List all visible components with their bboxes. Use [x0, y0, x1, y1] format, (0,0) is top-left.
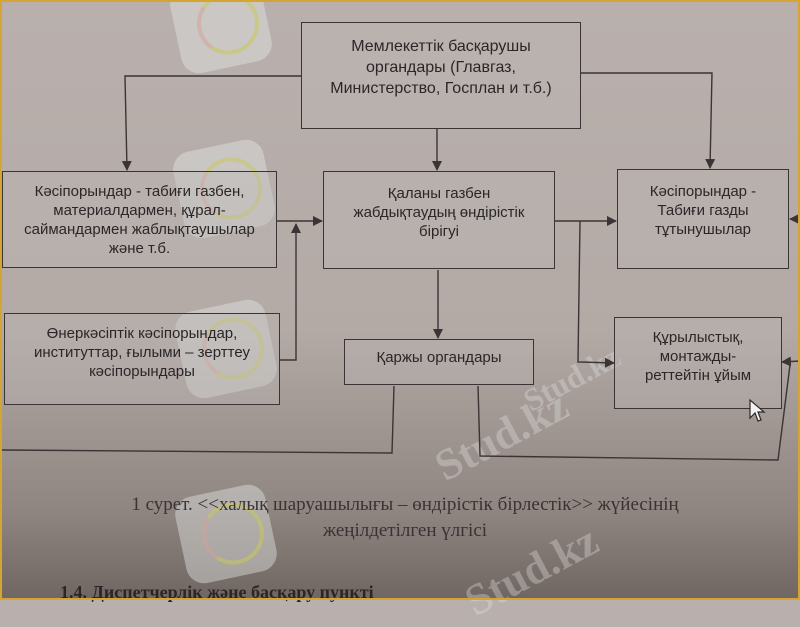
- node-line: Қаланы газбен: [387, 185, 491, 202]
- section-heading: 1.4. Диспетчерлік және басқару пункті: [60, 582, 374, 602]
- node-construction-org: Құрылыстық, монтажды- реттейтін ұйым: [614, 317, 782, 409]
- node-line: органдары (Главгаз,: [366, 59, 516, 76]
- node-line: институттар, ғылыми – зерттеу: [33, 344, 250, 361]
- node-line: және т.б.: [108, 240, 171, 257]
- node-financial-bodies: Қаржы органдары: [344, 339, 534, 385]
- node-state-governing-bodies: Мемлекеттік басқарушы органдары (Главгаз…: [301, 22, 581, 129]
- node-line: кәсіпорындары: [89, 363, 195, 380]
- node-line: Өнеркәсіптік кәсіпорындар,: [46, 325, 238, 342]
- node-line: саймандармен жаблықтаушылар: [24, 221, 255, 238]
- node-line: жабдықтаудың өндірістік: [353, 204, 525, 221]
- node-line: бірігуі: [419, 223, 459, 240]
- node-gas-consumers: Кәсіпорындар - Табиғи газды тұтынушылар: [617, 169, 789, 269]
- node-line: Министерство, Госплан и т.б.): [330, 80, 552, 97]
- node-line: Табиғи газды: [657, 202, 749, 219]
- node-line: монтажды-: [659, 348, 737, 365]
- node-suppliers: Кәсіпорындар - табиғи газбен, материалда…: [2, 171, 277, 268]
- node-line: тұтынушылар: [654, 221, 752, 238]
- mouse-cursor-icon: [749, 398, 766, 422]
- node-line: Кәсіпорындар -: [649, 183, 757, 200]
- node-line: Мемлекеттік басқарушы: [351, 38, 531, 55]
- node-line: Кәсіпорындар - табиғи газбен,: [34, 183, 245, 200]
- node-industrial-research: Өнеркәсіптік кәсіпорындар, институттар, …: [4, 313, 280, 405]
- node-line: материалдармен, құрал-: [53, 202, 226, 219]
- node-line: Қаржы органдары: [376, 349, 502, 366]
- node-line: реттейтін ұйым: [644, 367, 752, 384]
- figure-caption-line2: жеңілдетілген үлгісі: [322, 520, 488, 541]
- figure-caption-line1: 1 сурет. <<халық шаруашылығы – өндірісті…: [131, 494, 679, 515]
- node-production-association: Қаланы газбен жабдықтаудың өндірістік бі…: [323, 171, 555, 269]
- node-line: Құрылыстық,: [652, 329, 744, 346]
